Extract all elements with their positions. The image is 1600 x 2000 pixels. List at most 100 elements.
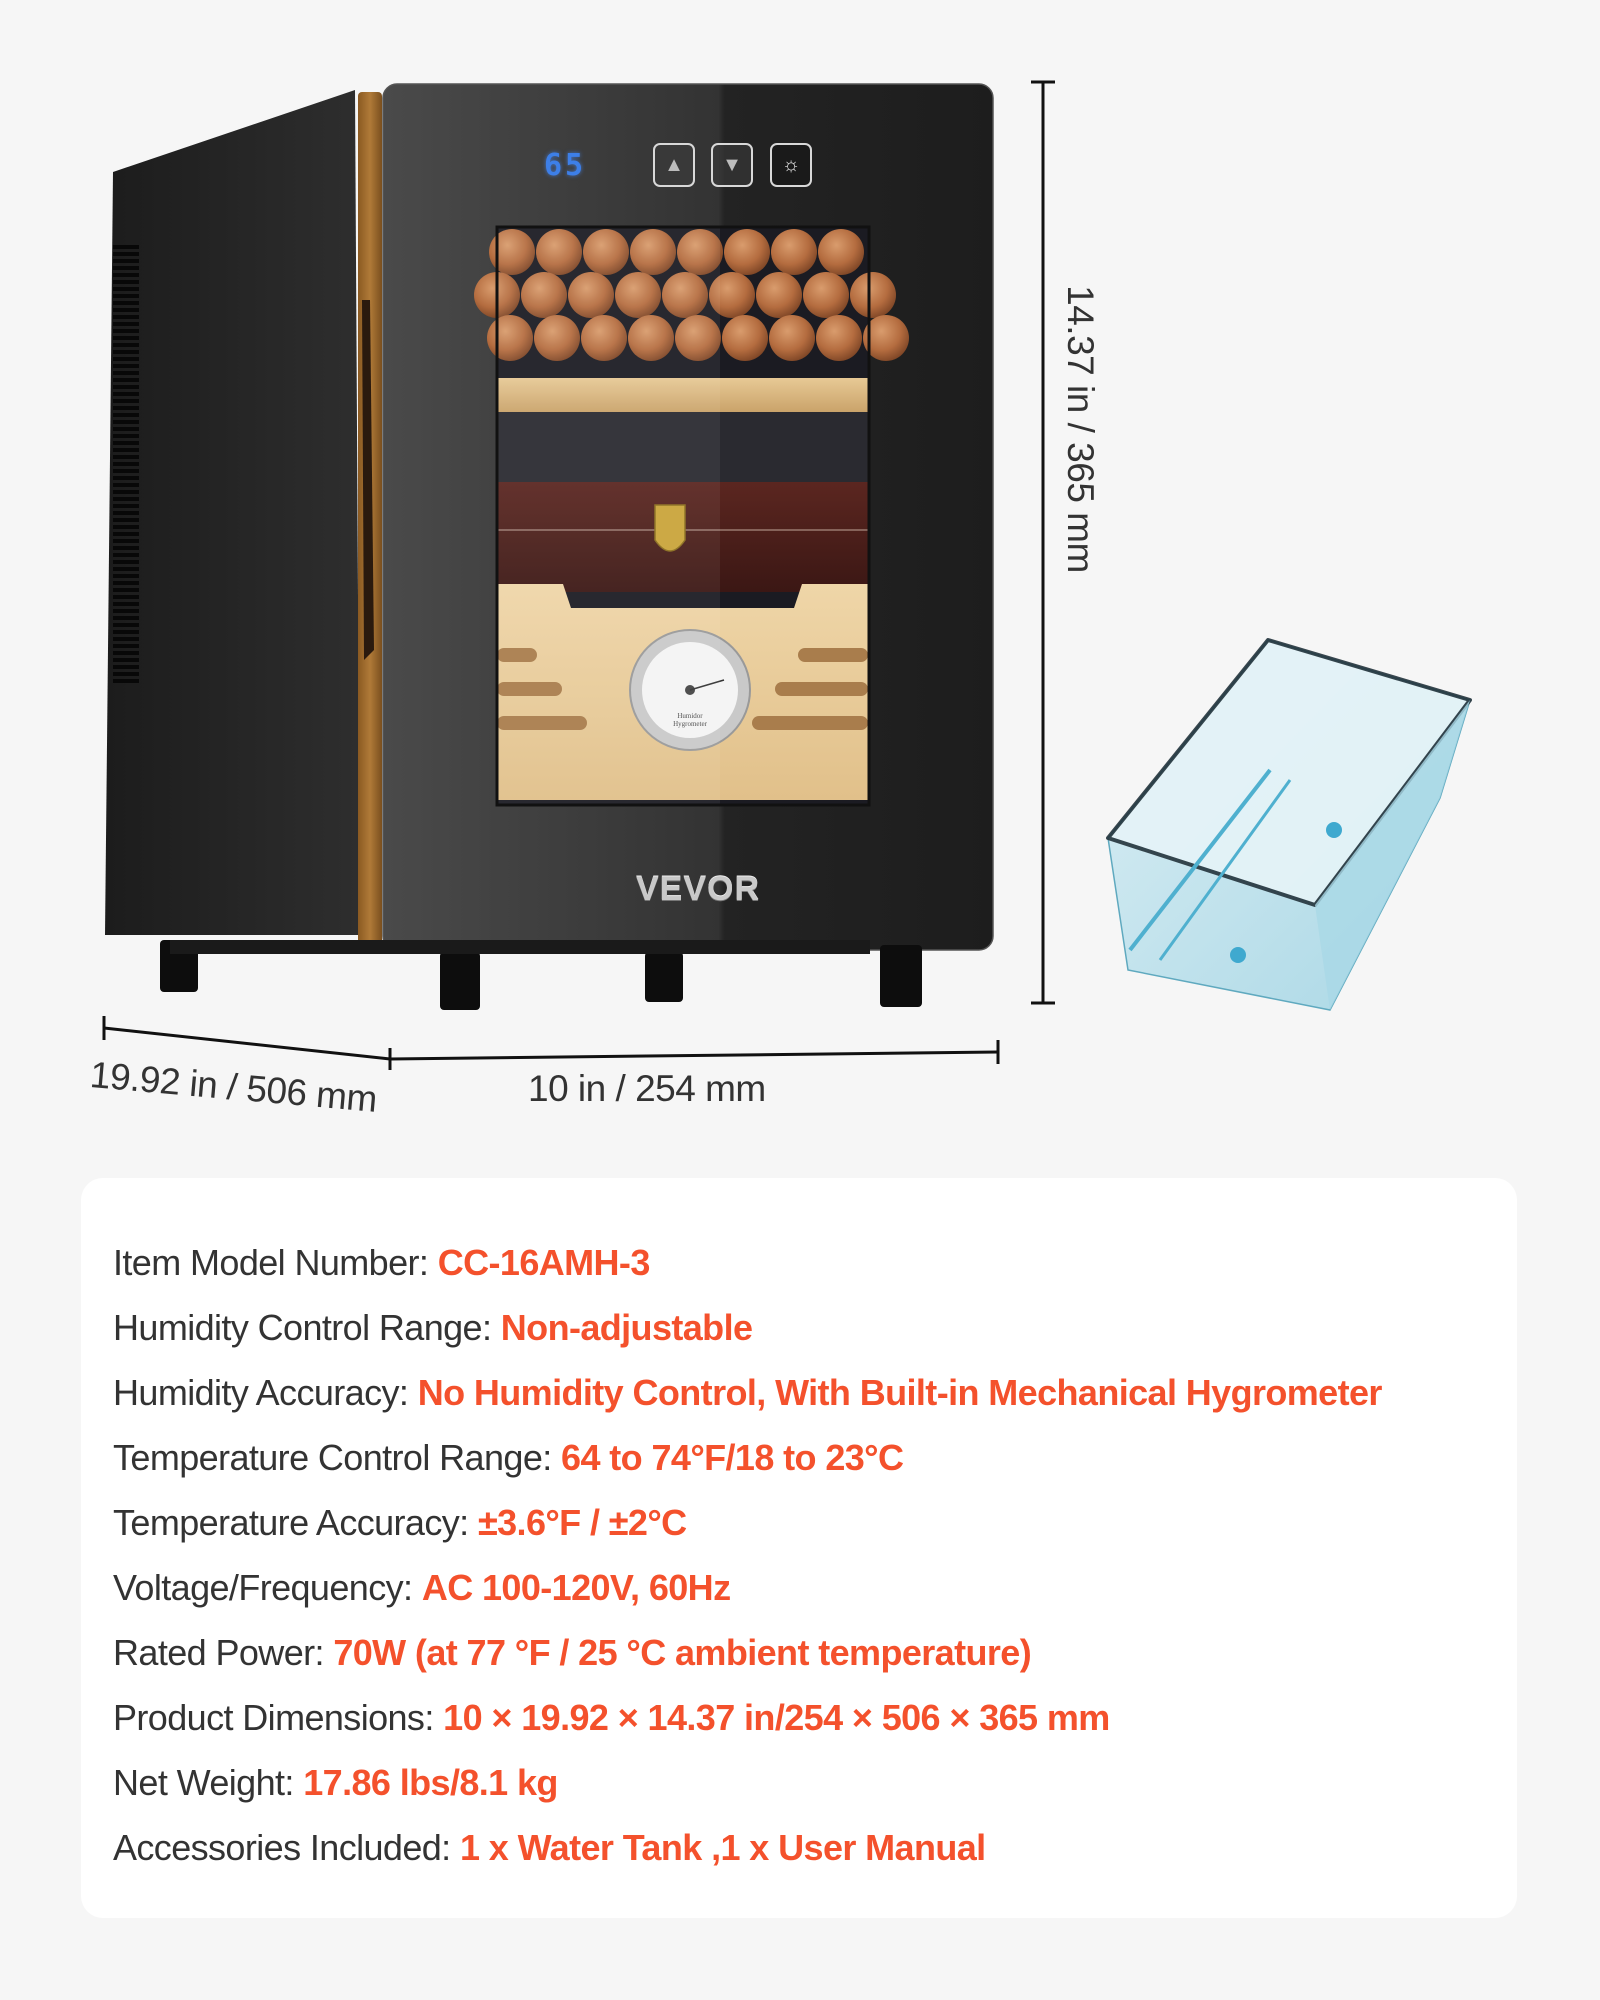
- vent-slot: [113, 308, 139, 312]
- cigar: [724, 229, 770, 275]
- vent-slot: [113, 672, 139, 676]
- cigar: [568, 272, 614, 318]
- vent-slot: [113, 539, 139, 543]
- cigar: [816, 315, 862, 361]
- tray-slot: [497, 648, 537, 662]
- cigar: [722, 315, 768, 361]
- vent-slot: [113, 252, 139, 256]
- spec-row-voltage: Voltage/Frequency: AC 100-120V, 60Hz: [113, 1555, 1382, 1620]
- spec-value: CC-16AMH-3: [437, 1242, 651, 1283]
- glass-window: [474, 227, 909, 805]
- cigar-rows: [474, 229, 909, 361]
- lock-badge-icon: [654, 504, 686, 552]
- vent-slot: [113, 567, 139, 571]
- vent-slot: [113, 413, 139, 417]
- cigar: [675, 315, 721, 361]
- spec-list: Item Model Number: CC-16AMH-3 Humidity C…: [113, 1230, 1382, 1880]
- cigar: [803, 272, 849, 318]
- cigar: [630, 229, 676, 275]
- spec-row-accessories: Accessories Included: 1 x Water Tank ,1 …: [113, 1815, 1382, 1880]
- spec-row-humidity-range: Humidity Control Range: Non-adjustable: [113, 1295, 1382, 1360]
- vent-slot: [113, 616, 139, 620]
- brand-logo: VEVOR: [635, 870, 761, 908]
- spec-value: ±3.6°F / ±2°C: [477, 1502, 687, 1543]
- spec-label: Product Dimensions:: [113, 1697, 444, 1738]
- spec-label: Humidity Control Range:: [113, 1307, 501, 1348]
- spec-value: 70W (at 77 °F / 25 °C ambient temperatur…: [333, 1632, 1032, 1673]
- vent-slot: [113, 560, 139, 564]
- vent-slot: [113, 392, 139, 396]
- vent-slot: [113, 483, 139, 487]
- hygrometer-label-line1: Humidor: [677, 712, 703, 720]
- vent-slot: [113, 371, 139, 375]
- spec-value: 64 to 74°F/18 to 23°C: [561, 1437, 904, 1478]
- vent-slot: [113, 315, 139, 319]
- cigar: [850, 272, 896, 318]
- cigar: [769, 315, 815, 361]
- vent-slot: [113, 644, 139, 648]
- vent-slot: [113, 504, 139, 508]
- vent-slot: [113, 455, 139, 459]
- vent-slot: [113, 525, 139, 529]
- light-bulb-icon: ☼: [781, 153, 801, 176]
- vent-slot: [113, 595, 139, 599]
- cigar: [709, 272, 755, 318]
- cigar: [863, 315, 909, 361]
- cigar: [677, 229, 723, 275]
- tray-slot: [497, 682, 562, 696]
- light-toggle-button[interactable]: ☼: [770, 143, 812, 187]
- tray-slot: [775, 682, 868, 696]
- spec-label: Net Weight:: [113, 1762, 304, 1803]
- vent-slot: [113, 399, 139, 403]
- cigar: [583, 229, 629, 275]
- tray-slot: [497, 716, 587, 730]
- height-dimension-label: 14.37 in / 365 mm: [1060, 285, 1101, 573]
- vent-slot: [113, 518, 139, 522]
- spec-label: Temperature Accuracy:: [113, 1502, 478, 1543]
- vent-slot: [113, 637, 139, 641]
- vent-slot: [113, 259, 139, 263]
- cigar: [534, 315, 580, 361]
- spec-row-humidity-accuracy: Humidity Accuracy: No Humidity Control, …: [113, 1360, 1382, 1425]
- chevron-down-icon: ▼: [722, 153, 742, 176]
- vent-slot: [113, 329, 139, 333]
- spec-row-temperature-accuracy: Temperature Accuracy: ±3.6°F / ±2°C: [113, 1490, 1382, 1555]
- cigar: [581, 315, 627, 361]
- temperature-down-button[interactable]: ▼: [711, 143, 753, 187]
- spec-label: Accessories Included:: [113, 1827, 460, 1868]
- dimension-lines: [102, 80, 1055, 1070]
- cigar: [628, 315, 674, 361]
- vent-slot: [113, 546, 139, 550]
- width-dimension-label: 10 in / 254 mm: [528, 1068, 766, 1109]
- vent-grille: [113, 245, 139, 683]
- spec-value: No Humidity Control, With Built-in Mecha…: [417, 1372, 1383, 1413]
- vent-slot: [113, 427, 139, 431]
- cigar: [536, 229, 582, 275]
- vent-slot: [113, 343, 139, 347]
- vent-slot: [113, 280, 139, 284]
- temperature-up-button[interactable]: ▲: [653, 143, 695, 187]
- spec-value: AC 100-120V, 60Hz: [421, 1567, 731, 1608]
- cigar: [756, 272, 802, 318]
- vent-slot: [113, 294, 139, 298]
- spec-value: Non-adjustable: [500, 1307, 753, 1348]
- vent-slot: [113, 665, 139, 669]
- vent-slot: [113, 287, 139, 291]
- cigar: [662, 272, 708, 318]
- top-shelf: [497, 378, 869, 412]
- temperature-display: 65: [544, 148, 587, 183]
- vent-slot: [113, 574, 139, 578]
- vent-slot: [113, 245, 139, 249]
- cabinet-side-panel: [105, 90, 360, 935]
- vent-slot: [113, 378, 139, 382]
- spec-label: Humidity Accuracy:: [113, 1372, 418, 1413]
- vent-slot: [113, 441, 139, 445]
- spec-value: 10 × 19.92 × 14.37 in/254 × 506 × 365 mm: [443, 1697, 1110, 1738]
- spec-row-net-weight: Net Weight: 17.86 lbs/8.1 kg: [113, 1750, 1382, 1815]
- spec-value: 17.86 lbs/8.1 kg: [303, 1762, 558, 1803]
- cigar: [489, 229, 535, 275]
- vent-slot: [113, 581, 139, 585]
- vent-slot: [113, 497, 139, 501]
- vent-slot: [113, 448, 139, 452]
- hygrometer-gauge: [629, 629, 751, 751]
